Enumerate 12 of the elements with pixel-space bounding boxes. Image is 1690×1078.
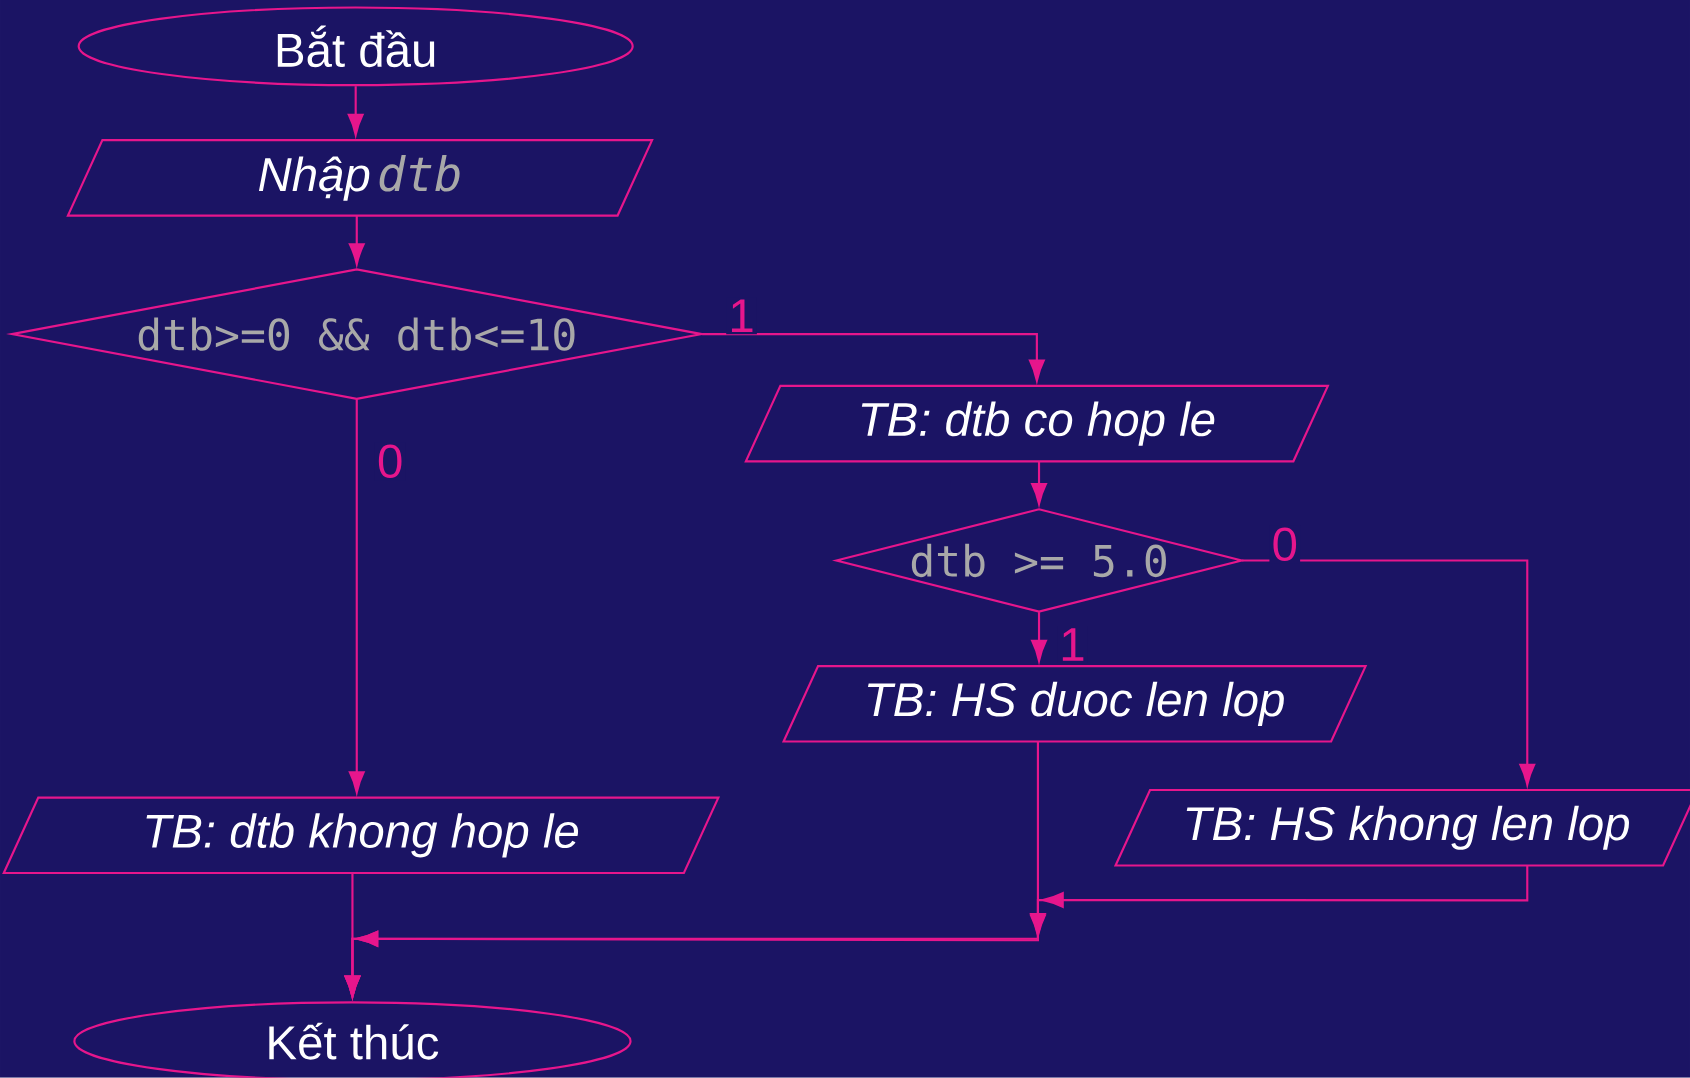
- edge-label: 0: [374, 442, 406, 481]
- arrow: [702, 333, 1045, 382]
- arrow: [1031, 461, 1047, 506]
- edge-label: 1: [1057, 626, 1088, 664]
- io-parallelogram: TB: dtb co hop le: [744, 384, 1330, 463]
- io-parallelogram: Nhập dtb: [66, 139, 654, 217]
- io-parallelogram: TB: dtb khong hop le: [2, 796, 721, 875]
- arrow: [348, 399, 365, 794]
- arrow: [1031, 612, 1047, 662]
- edge-label: 1: [726, 297, 757, 335]
- arrow: [348, 216, 365, 266]
- edge-label: 0: [1269, 525, 1301, 564]
